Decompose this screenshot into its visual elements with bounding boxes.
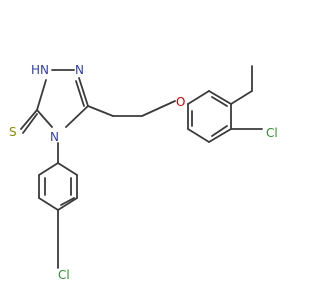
bond-26 <box>187 128 210 143</box>
bond-31 <box>230 90 253 105</box>
atom-s: S <box>9 125 17 139</box>
atom-cl-right: Cl <box>266 126 278 140</box>
molecule-svg: H N N N S O Cl Cl <box>9 63 278 282</box>
bond-28 <box>211 96 228 107</box>
bond-lines <box>20 65 263 269</box>
molecule-diagram: H N N N S O Cl Cl <box>9 63 278 282</box>
bond-4 <box>36 109 53 128</box>
bond-29 <box>211 125 228 137</box>
atom-cl-left: Cl <box>58 268 70 282</box>
bond-16 <box>38 197 59 211</box>
bond-13 <box>38 162 59 176</box>
bond-2 <box>75 80 85 107</box>
atom-labels: H N N N S O Cl Cl <box>9 63 278 282</box>
bond-6 <box>20 109 38 130</box>
bond-5 <box>36 79 47 111</box>
atom-o: O <box>176 95 185 109</box>
bond-12 <box>57 162 78 176</box>
bond-7 <box>22 113 38 134</box>
bond-23 <box>208 90 232 105</box>
bond-8 <box>87 105 114 117</box>
bond-17 <box>57 197 78 211</box>
atom-n-right: N <box>75 63 84 77</box>
atom-n-bottom: N <box>50 130 59 144</box>
atom-h: H <box>31 63 40 77</box>
bond-25 <box>208 128 232 143</box>
bond-21 <box>60 197 75 206</box>
bond-10 <box>141 100 176 117</box>
bond-22 <box>187 90 210 105</box>
bond-3 <box>65 105 89 128</box>
bond-1 <box>78 77 89 107</box>
atom-n-nh: N <box>40 63 49 77</box>
